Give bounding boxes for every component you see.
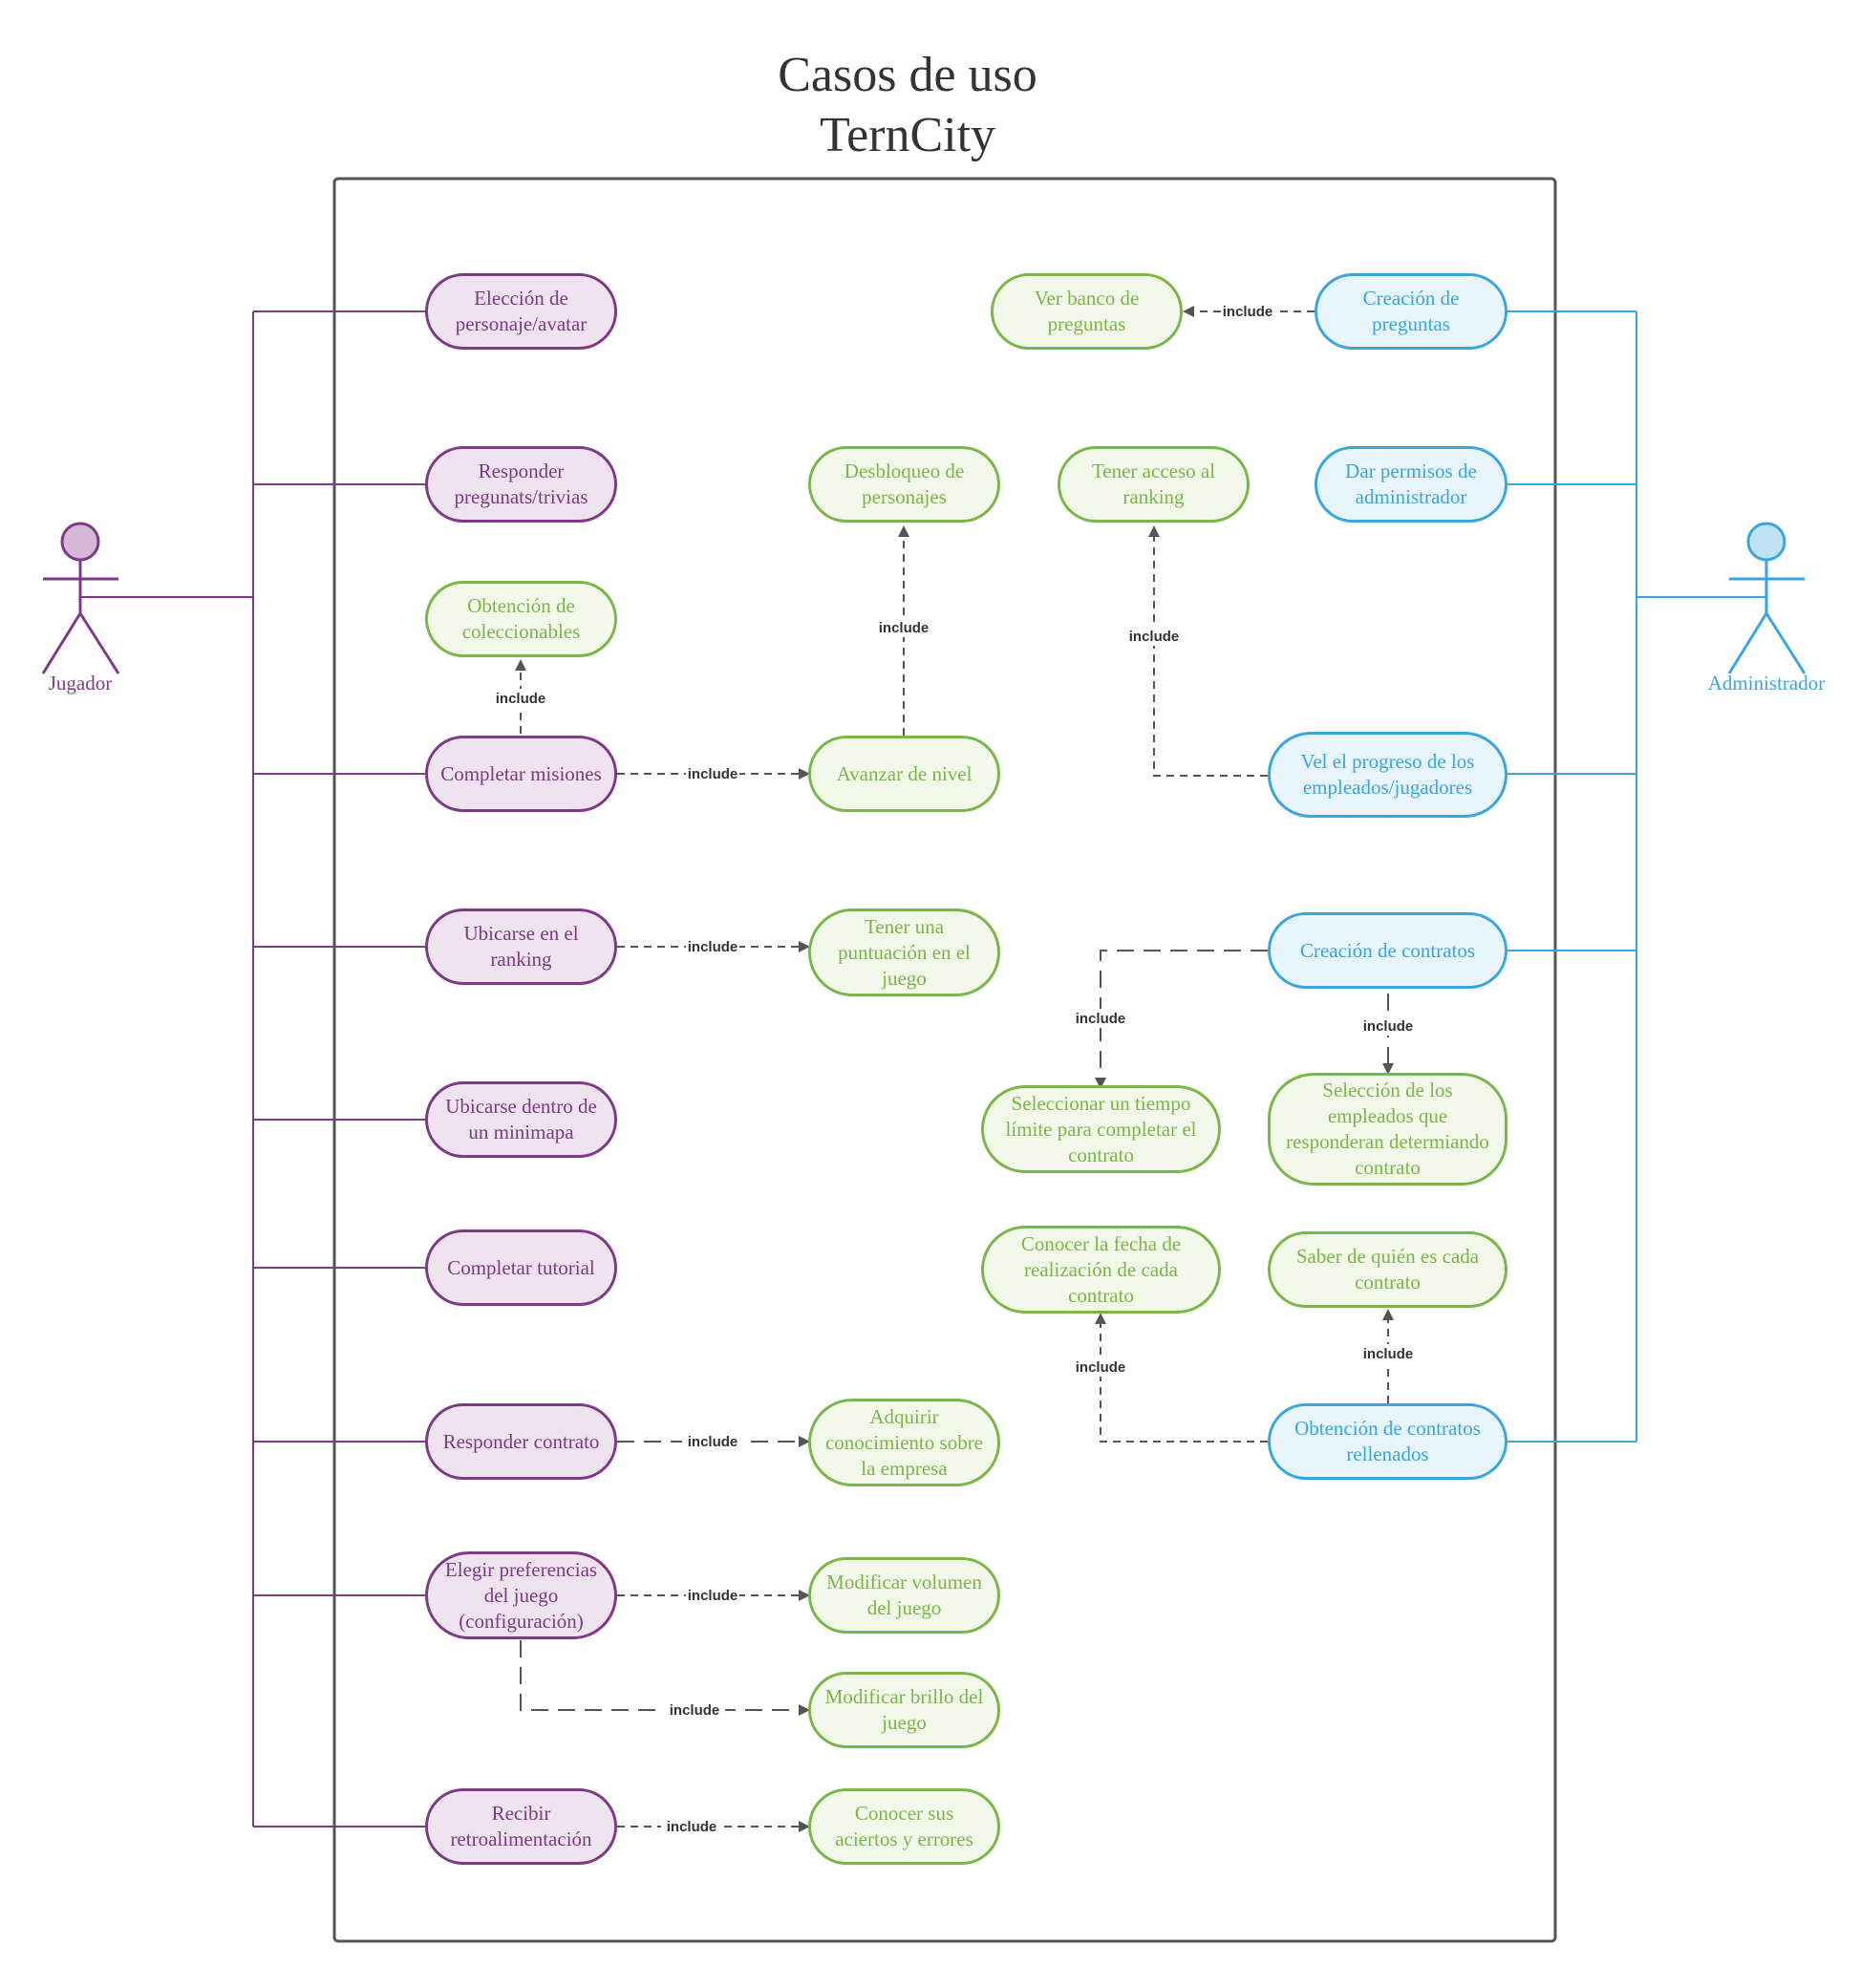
usecase-obtencion-coleccionables[interactable]: Obtención de coleccionables bbox=[425, 581, 617, 657]
usecase-desbloqueo-personajes[interactable]: Desbloqueo de personajes bbox=[808, 446, 1000, 523]
usecase-completar-misiones[interactable]: Completar misiones bbox=[425, 736, 617, 812]
usecase-responder-contrato[interactable]: Responder contrato bbox=[425, 1403, 617, 1480]
player-actor-figure bbox=[41, 522, 120, 674]
include-label: include bbox=[688, 1588, 738, 1604]
player-actor-label: Jugador bbox=[48, 672, 113, 695]
include-label: include bbox=[879, 620, 930, 636]
admin-actor-figure bbox=[1727, 522, 1807, 674]
include-label: include bbox=[1223, 304, 1273, 320]
usecase-conocer-aciertos[interactable]: Conocer sus aciertos y errores bbox=[808, 1788, 1000, 1865]
system-boundary bbox=[332, 177, 1557, 1943]
include-labels: include include include include include … bbox=[494, 302, 1421, 1836]
usecase-seleccion-empleados[interactable]: Selección de los empleados que responder… bbox=[1268, 1073, 1507, 1186]
usecase-saber-de-quien[interactable]: Saber de quién es cada contrato bbox=[1268, 1231, 1507, 1308]
include-edge bbox=[1095, 1313, 1268, 1443]
include-edge bbox=[1148, 525, 1268, 777]
player-associations bbox=[80, 310, 425, 1828]
usecase-eleccion-personaje[interactable]: Elección de personaje/avatar bbox=[425, 273, 617, 350]
diagram-title-line2: TernCity bbox=[819, 108, 996, 162]
usecase-modificar-volumen[interactable]: Modificar volumen del juego bbox=[808, 1557, 1000, 1634]
usecase-recibir-retroalimentacion[interactable]: Recibir retroalimentación bbox=[425, 1788, 617, 1865]
usecase-creacion-preguntas[interactable]: Creación de preguntas bbox=[1315, 273, 1507, 350]
usecase-tener-puntuacion[interactable]: Tener una puntuación en el juego bbox=[808, 908, 1000, 996]
include-label: include bbox=[1363, 1346, 1414, 1362]
include-label: include bbox=[688, 766, 738, 782]
usecase-dar-permisos[interactable]: Dar permisos de administrador bbox=[1315, 446, 1507, 523]
include-label: include bbox=[1363, 1018, 1414, 1035]
usecase-ver-banco-preguntas[interactable]: Ver banco de preguntas bbox=[991, 273, 1183, 350]
usecase-ubicarse-ranking[interactable]: Ubicarse en el ranking bbox=[425, 908, 617, 985]
usecase-adquirir-conocimiento[interactable]: Adquirir conocimiento sobre la empresa bbox=[808, 1399, 1000, 1486]
include-label: include bbox=[688, 1434, 738, 1450]
include-label: include bbox=[670, 1702, 720, 1719]
include-label: include bbox=[1129, 629, 1180, 645]
include-edge bbox=[1095, 950, 1268, 1089]
usecase-avanzar-nivel[interactable]: Avanzar de nivel bbox=[808, 736, 1000, 812]
include-label: include bbox=[688, 939, 738, 955]
include-edge bbox=[520, 1640, 810, 1716]
usecase-conocer-fecha-realizacion[interactable]: Conocer la fecha de realización de cada … bbox=[981, 1226, 1221, 1314]
usecase-completar-tutorial[interactable]: Completar tutorial bbox=[425, 1229, 617, 1306]
usecase-elegir-preferencias[interactable]: Elegir preferencias del juego (configura… bbox=[425, 1551, 617, 1639]
admin-associations bbox=[1507, 310, 1766, 1443]
admin-actor-label: Administrador bbox=[1707, 672, 1826, 695]
usecase-creacion-contratos[interactable]: Creación de contratos bbox=[1268, 912, 1507, 989]
usecase-responder-trivias[interactable]: Responder pregunats/trivias bbox=[425, 446, 617, 523]
usecase-modificar-brillo[interactable]: Modificar brillo del juego bbox=[808, 1672, 1000, 1748]
include-label: include bbox=[1076, 1359, 1126, 1376]
usecase-ubicarse-minimapa[interactable]: Ubicarse dentro de un minimapa bbox=[425, 1081, 617, 1158]
usecase-tener-acceso-ranking[interactable]: Tener acceso al ranking bbox=[1058, 446, 1250, 523]
include-label: include bbox=[496, 691, 546, 707]
include-label: include bbox=[1076, 1011, 1126, 1027]
usecase-seleccionar-tiempo-limite[interactable]: Seleccionar un tiempo límite para comple… bbox=[981, 1085, 1221, 1173]
include-label: include bbox=[667, 1819, 717, 1835]
diagram-title-line1: Casos de uso bbox=[778, 48, 1037, 102]
usecase-obtencion-contratos[interactable]: Obtención de contratos rellenados bbox=[1268, 1403, 1507, 1480]
usecase-ver-progreso[interactable]: Vel el progreso de los empleados/jugador… bbox=[1268, 732, 1507, 818]
